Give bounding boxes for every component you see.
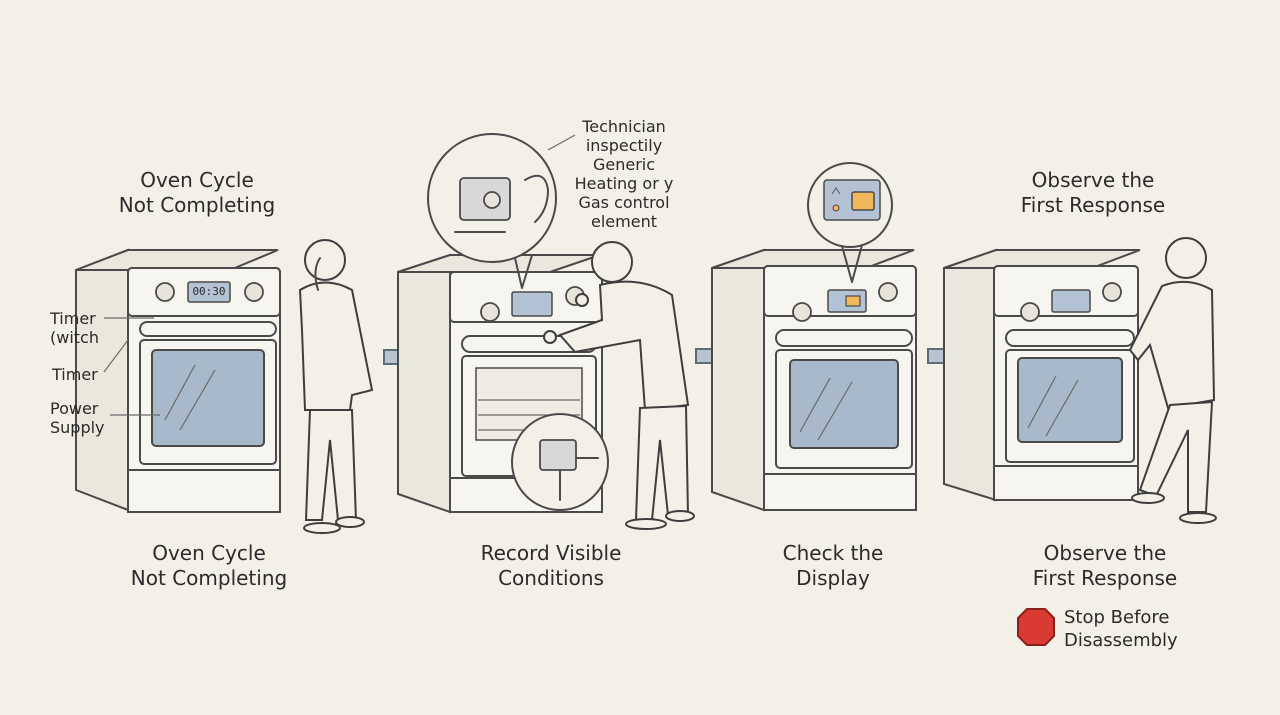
step-2-bottom-label: Record Visible Conditions (480, 541, 622, 590)
stop-sign-icon (1017, 608, 1055, 646)
oven-1 (75, 248, 281, 513)
power-supply-label: Power Supply (50, 399, 105, 437)
step-4-bottom-label: Observe the First Response (1032, 541, 1178, 590)
display-callout-bubble (807, 162, 893, 283)
technician-callout-text: Technician inspectily Generic Heating or… (574, 117, 674, 231)
technician-1 (298, 239, 374, 534)
stop-note-text: Stop Before Disassembly (1064, 607, 1178, 651)
step-1-bottom-label: Oven Cycle Not Completing (130, 541, 288, 590)
timer-display-readout: 00:30 (192, 285, 226, 298)
step-1-top-title: Oven Cycle Not Completing (118, 168, 276, 217)
timer-label: Timer (52, 365, 98, 384)
display-indicator-icon (851, 191, 875, 211)
technician-callout-bubble (427, 133, 576, 289)
technician-2 (543, 241, 695, 530)
step-4-top-title: Observe the First Response (1020, 168, 1166, 217)
timer-display (187, 281, 231, 303)
oven-4 (943, 248, 1141, 502)
oven-3 (711, 248, 917, 512)
technician-4 (1128, 237, 1217, 524)
timer-switch-label: Timer (witch (50, 309, 99, 347)
step-3-bottom-label: Check the Display (782, 541, 884, 590)
oven-2 (397, 253, 609, 514)
